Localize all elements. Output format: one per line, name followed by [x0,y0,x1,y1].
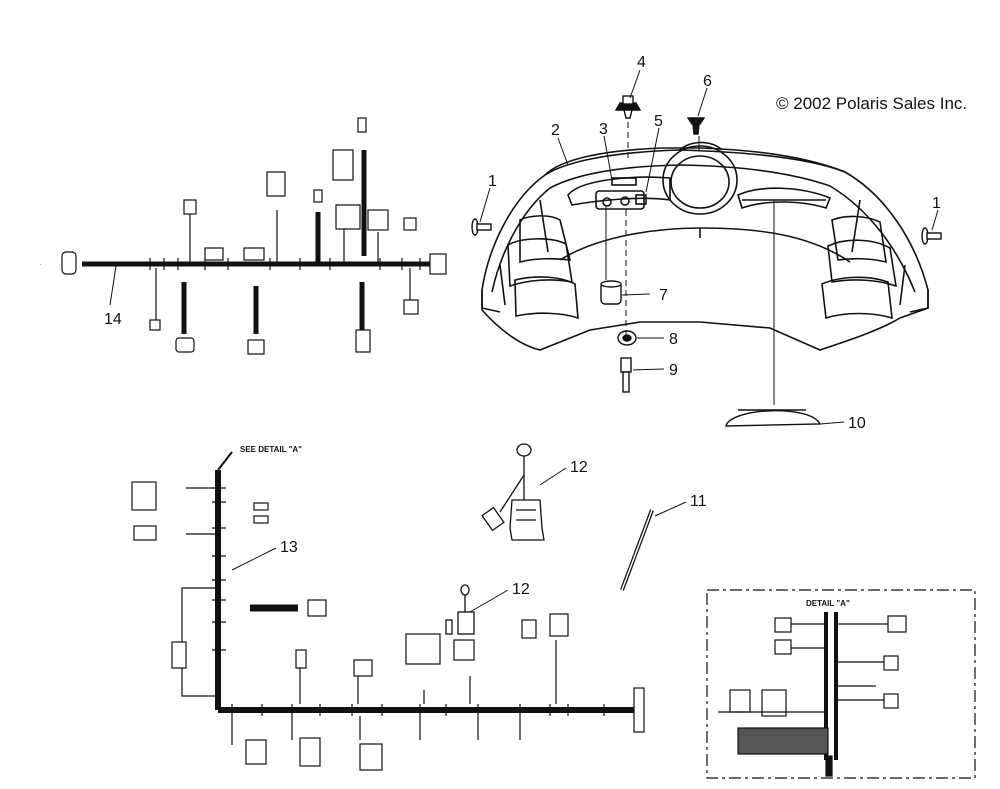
dash-panel [481,141,929,351]
callout-4: 4 [637,54,646,71]
callout-7: 7 [659,287,668,304]
callout-12-bottom: 12 [512,581,530,598]
callout-14: 14 [104,311,122,328]
bulb-icon [620,357,632,393]
callout-2: 2 [551,122,560,139]
detail-a-box: DETAIL "A" [706,589,976,779]
harness-14: . [40,117,447,355]
screw-left-icon [471,218,492,236]
hardware-parts [471,95,942,427]
callout-leaders [109,69,939,613]
screw-right-icon [921,227,942,245]
sensor-12b [445,584,475,635]
rod-11 [620,509,654,591]
callout-10: 10 [848,415,866,432]
callout-3: 3 [599,121,608,138]
rivet-icon [686,117,706,135]
detail-box-title: DETAIL "A" [806,599,850,608]
callout-11: 11 [690,493,707,510]
nut-icon [617,330,637,346]
callout-5: 5 [654,113,663,130]
callout-1-right: 1 [932,195,941,212]
callout-8: 8 [669,331,678,348]
knob-icon [614,95,642,119]
harness-13 [131,451,645,771]
copyright-notice: © 2002 Polaris Sales Inc. [776,94,968,113]
cup-icon [600,280,622,305]
cover-icon [725,409,822,427]
label-14a: . [40,261,42,267]
callout-9: 9 [669,362,678,379]
callout-6: 6 [703,73,712,90]
sensor-12a [481,443,545,541]
callout-labels: 1 1 2 3 4 5 6 7 8 9 10 11 12 12 13 14 [104,54,941,598]
callout-13: 13 [280,539,298,556]
callout-12-top: 12 [570,459,588,476]
see-detail-label: SEE DETAIL "A" [240,445,302,454]
callout-1-left: 1 [488,173,497,190]
